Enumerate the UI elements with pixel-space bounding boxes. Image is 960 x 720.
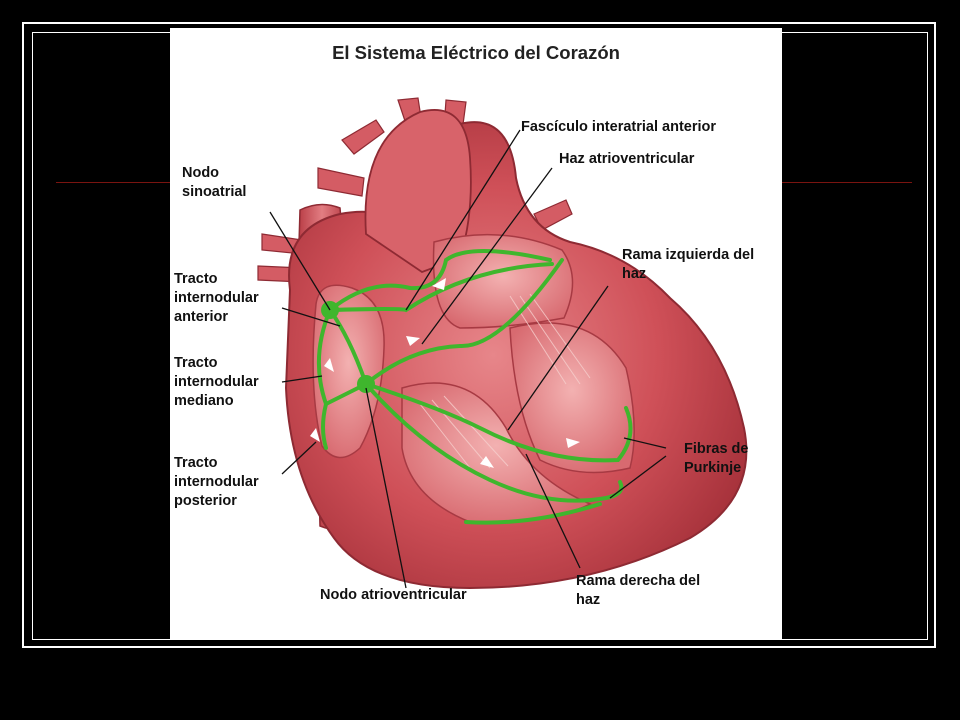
label-leader-lines: [269, 129, 667, 589]
right-atrium-chamber: [312, 284, 385, 459]
label-fasciculo-interatrial: Fascículo interatrial anterior: [521, 119, 717, 135]
diagram-title: El Sistema Eléctrico del Corazón: [332, 42, 620, 63]
left-ventricle-chamber: [509, 322, 635, 474]
label-tracto-posterior: Tracto internodular posterior: [174, 455, 259, 509]
label-tracto-mediano: Tracto internodular mediano: [174, 355, 259, 409]
pulmonary-artery-1: [317, 167, 365, 197]
right-divider-line: [782, 182, 912, 183]
label-nodo-sinoatrial: Nodo sinoatrial: [182, 165, 247, 200]
label-fibras-purkinje: Fibras de Purkinje: [684, 441, 749, 476]
heart-illustration: [257, 97, 748, 590]
label-rama-derecha: Rama derecha del haz: [576, 573, 701, 608]
label-nodo-atrioventricular: Nodo atrioventricular: [320, 587, 467, 603]
atrioventricular-node: [357, 375, 375, 393]
left-divider-line: [56, 182, 172, 183]
slide-outer-frame: [22, 22, 936, 648]
label-tracto-anterior: Tracto internodular anterior: [174, 271, 259, 325]
left-atrium-chamber: [432, 233, 574, 329]
aorta-branch-1: [341, 119, 385, 155]
label-haz-atrioventricular: Haz atrioventricular: [559, 151, 695, 167]
label-rama-izquierda: Rama izquierda del haz: [622, 247, 755, 282]
aortic-arch: [364, 109, 472, 274]
heart-diagram-panel: El Sistema Eléctrico del Corazón Fascícu…: [170, 28, 782, 640]
impulse-direction-arrows: [310, 278, 580, 468]
